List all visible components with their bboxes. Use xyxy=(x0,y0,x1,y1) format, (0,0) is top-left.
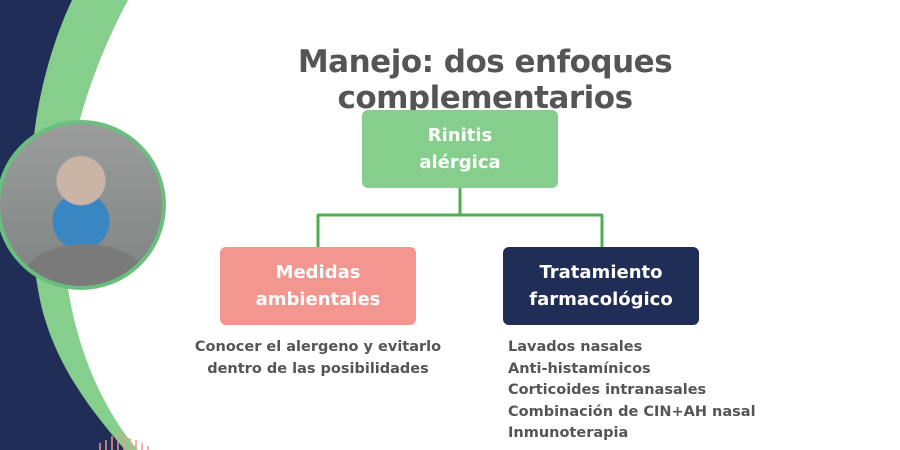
root-label-line2: alérgica xyxy=(419,152,501,173)
description-line: Conocer el alergeno y evitarlo xyxy=(194,339,442,355)
description-line: dentro de las posibilidades xyxy=(207,360,429,377)
navy-band xyxy=(0,0,125,450)
connector-lines xyxy=(316,188,604,247)
slide-title: Manejo: dos enfoques complementarios xyxy=(297,44,673,116)
node-label-line2: ambientales xyxy=(255,289,381,310)
list-item: Inmunoterapia xyxy=(508,425,629,441)
list-item: Anti-histamínicos xyxy=(508,360,651,377)
list-item: Corticoides intranasales xyxy=(508,382,707,398)
list-item: Combinación de CIN+AH nasal xyxy=(508,403,756,420)
node-label-line1: Tratamiento xyxy=(539,262,663,283)
node-label-line2: farmacológico xyxy=(529,289,673,310)
node-medidas-ambientales: Medidas ambientales xyxy=(220,247,416,325)
env-description: Conocer el alergeno y evitarlo dentro de… xyxy=(190,337,446,380)
node-tratamiento-farmacologico: Tratamiento farmacológico xyxy=(503,247,699,325)
node-label-line1: Medidas xyxy=(275,262,361,283)
root-node-rinitis: Rinitis alérgica xyxy=(362,110,558,188)
list-item: Lavados nasales xyxy=(508,339,643,355)
root-label-line1: Rinitis xyxy=(427,125,493,146)
presenter-video xyxy=(0,120,166,290)
pharm-treatment-list: Lavados nasales Anti-histamínicos Cortic… xyxy=(508,337,756,445)
audio-waveform xyxy=(99,433,149,450)
